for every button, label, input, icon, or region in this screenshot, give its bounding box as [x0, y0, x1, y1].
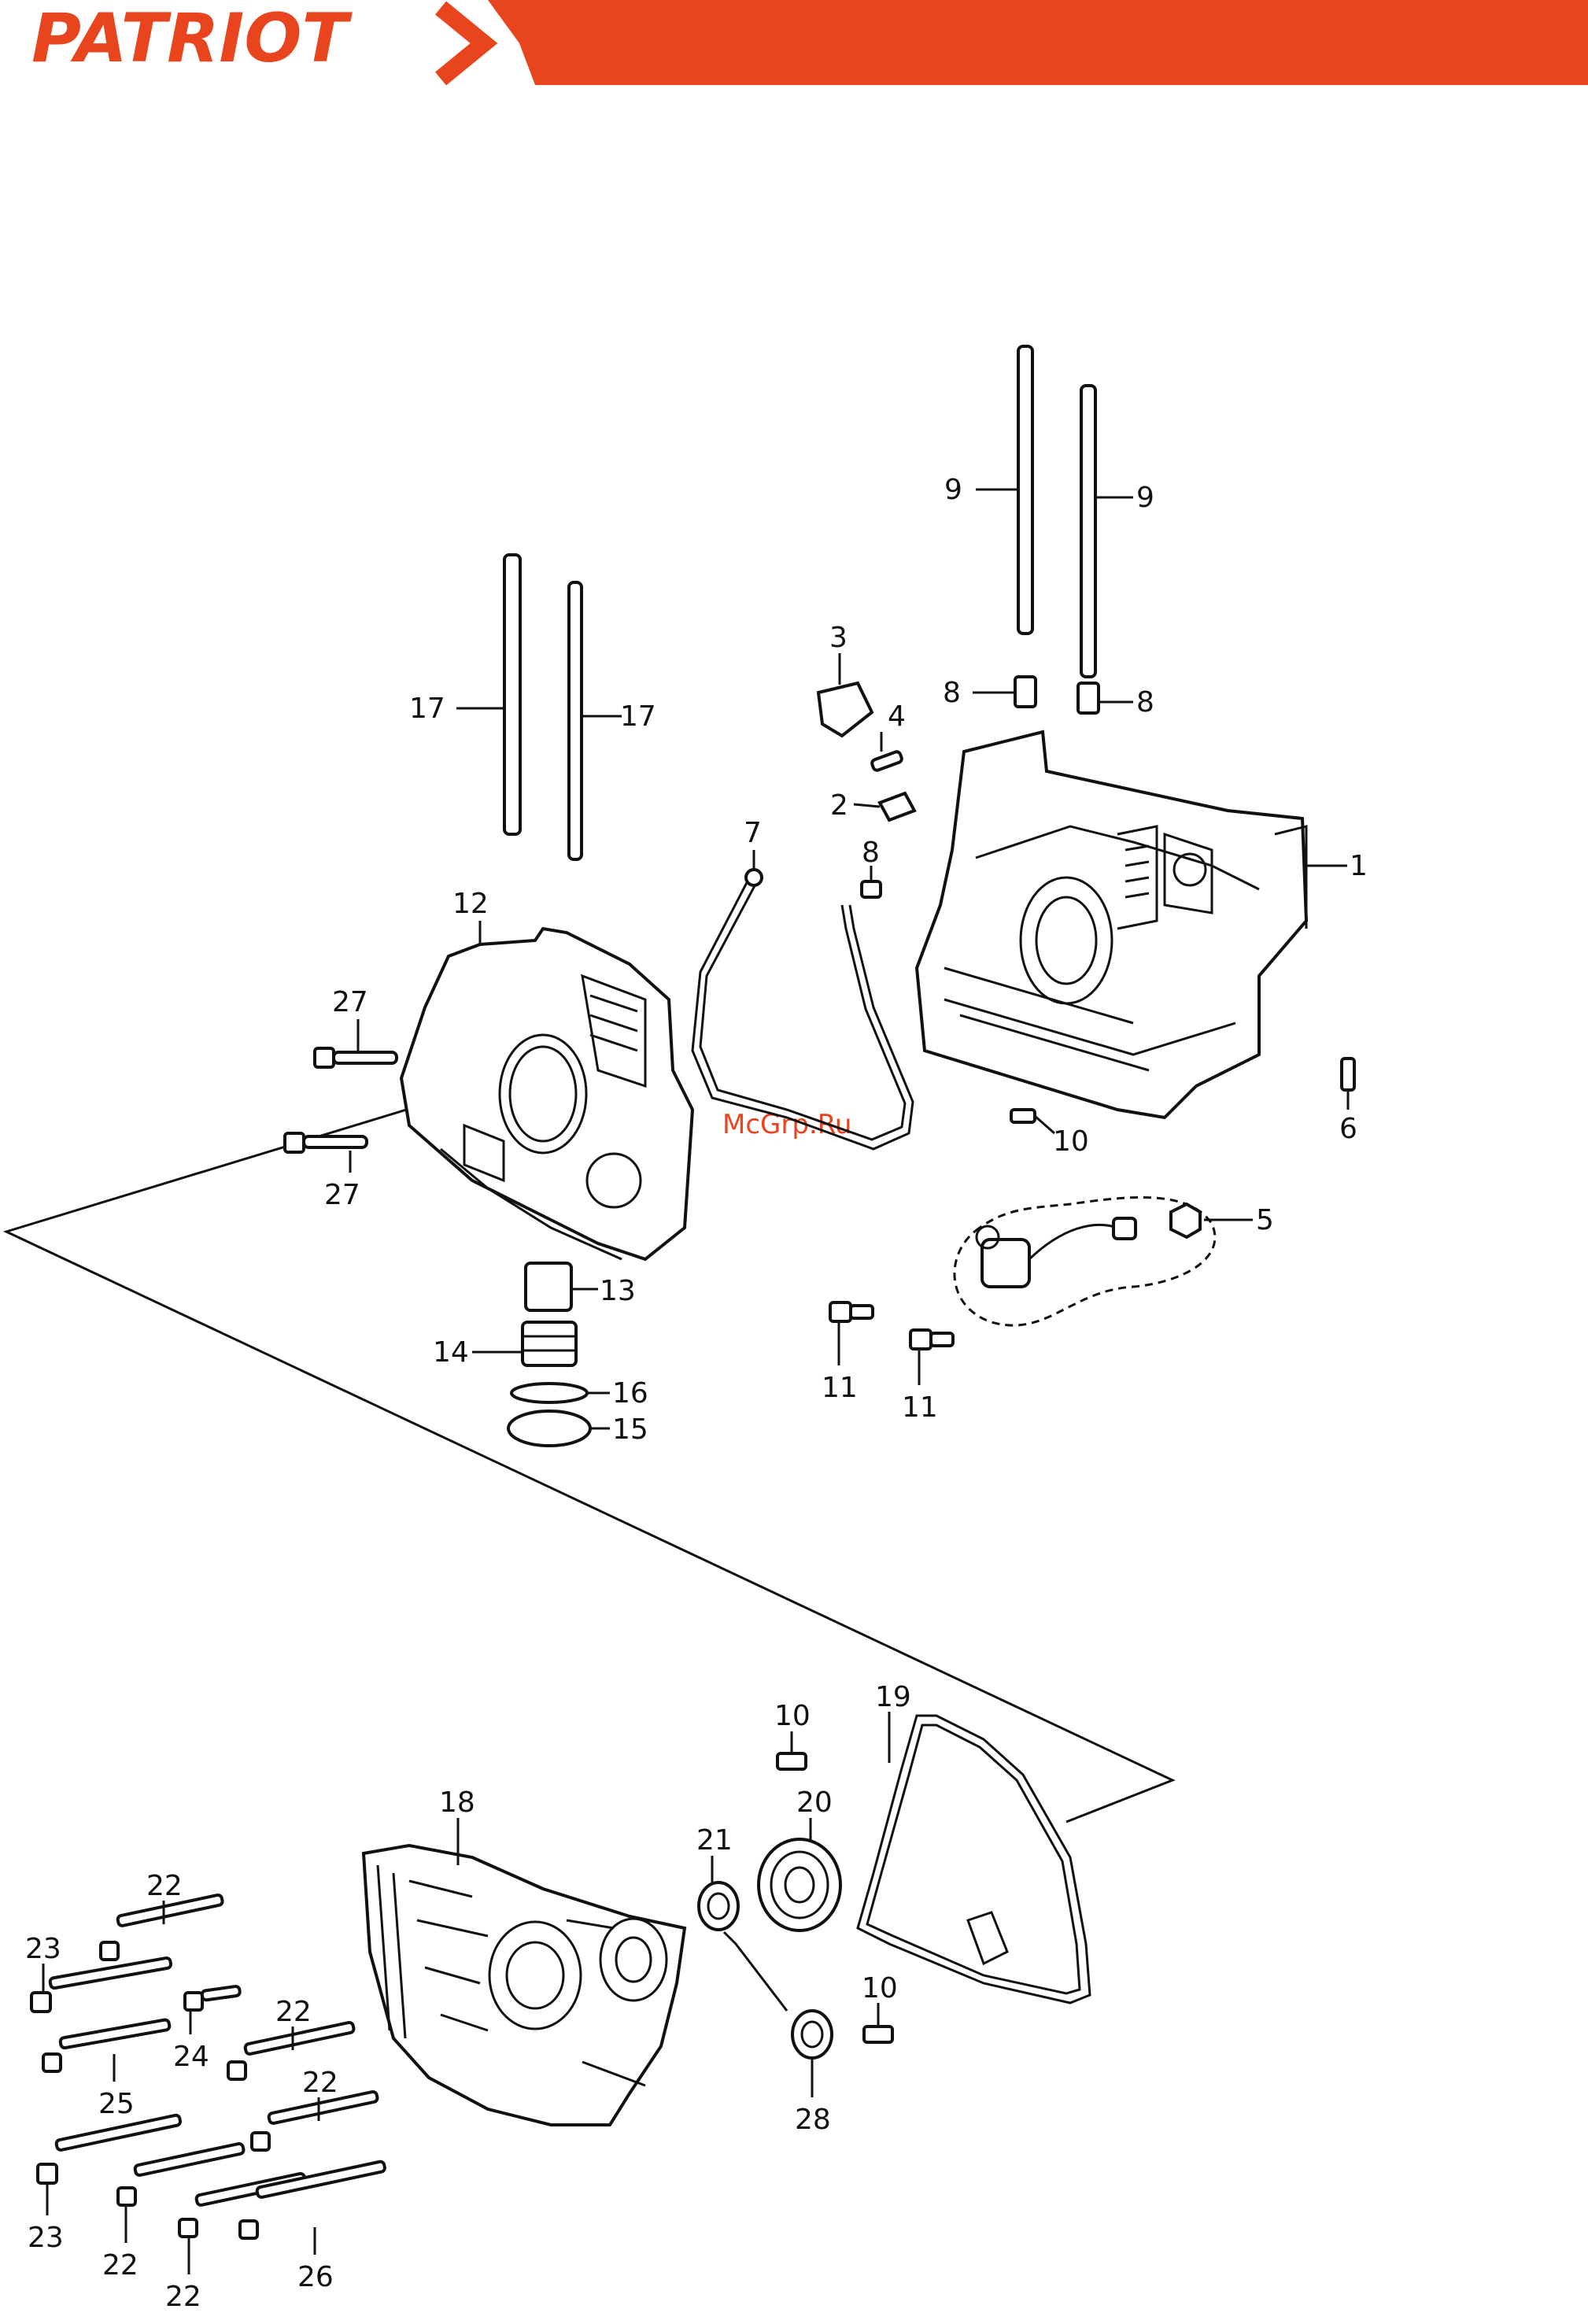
label-part-5: 5 — [1256, 1204, 1274, 1236]
label-part-27-lower: 27 — [324, 1179, 360, 1211]
dowel-8-center — [862, 881, 881, 897]
label-part-16: 16 — [612, 1377, 648, 1410]
sleeve-8-left — [1015, 677, 1036, 707]
rod-9-right — [1081, 386, 1095, 677]
bearing-20 — [759, 1839, 840, 1931]
crankcase-part-1 — [917, 732, 1306, 1118]
spring-14 — [523, 1322, 576, 1365]
oring-16 — [511, 1384, 587, 1402]
cap-15 — [508, 1411, 590, 1446]
label-part-22-a: 22 — [146, 1870, 183, 1902]
label-part-25: 25 — [98, 2088, 135, 2120]
label-part-22-b: 22 — [275, 1996, 312, 2028]
label-part-22-c: 22 — [302, 2067, 338, 2099]
rod-17-right — [569, 582, 582, 859]
label-part-8-right: 8 — [1136, 686, 1154, 719]
bolt-22-3 — [252, 2091, 378, 2150]
bolt-22-1 — [101, 1894, 223, 1960]
label-part-2: 2 — [830, 789, 848, 822]
nut-5 — [1171, 1204, 1200, 1237]
bolt-6 — [1342, 1059, 1354, 1090]
label-part-11-right: 11 — [902, 1391, 938, 1424]
bolt-23-1 — [31, 1957, 172, 2012]
label-part-27-upper: 27 — [332, 986, 368, 1018]
label-part-10-lower: 10 — [862, 1972, 898, 2004]
label-part-6: 6 — [1339, 1113, 1357, 1145]
label-part-11-left: 11 — [822, 1372, 858, 1404]
gasket-7 — [692, 874, 913, 1149]
part-3-block — [818, 683, 872, 736]
label-part-15: 15 — [612, 1413, 648, 1446]
filter-13 — [526, 1263, 571, 1310]
rod-17-left — [504, 555, 520, 834]
label-part-17-left: 17 — [409, 693, 445, 725]
dowel-10-lower — [864, 2027, 892, 2042]
label-part-21: 21 — [696, 1824, 733, 1857]
seal-21 — [699, 1882, 738, 1930]
label-part-24: 24 — [173, 2041, 209, 2073]
part-4-key — [871, 751, 903, 771]
label-part-10-lower-top: 10 — [774, 1700, 811, 1732]
label-part-9-left: 9 — [944, 474, 962, 506]
bolt-23-2 — [38, 2115, 181, 2183]
label-part-23-b: 23 — [28, 2222, 64, 2254]
label-part-20: 20 — [796, 1786, 833, 1819]
sleeve-8-right — [1078, 683, 1099, 713]
label-part-10-top: 10 — [1053, 1125, 1089, 1158]
label-part-23-a: 23 — [25, 1933, 61, 1965]
label-part-13: 13 — [600, 1275, 636, 1307]
label-part-1: 1 — [1350, 850, 1368, 882]
bolt-25 — [43, 2019, 170, 2071]
bolt-10-top — [1011, 1110, 1035, 1122]
label-part-19: 19 — [875, 1681, 911, 1713]
label-part-28: 28 — [795, 2104, 831, 2136]
label-part-22-e: 22 — [165, 2281, 201, 2313]
label-part-8-center: 8 — [862, 837, 880, 869]
bolt-26 — [240, 2161, 386, 2238]
gasket-19 — [858, 1716, 1090, 2003]
bolt-11-right — [910, 1330, 953, 1349]
part-2-fitting — [880, 793, 914, 820]
seal-28 — [792, 2011, 832, 2058]
crankcase-cover-12 — [401, 929, 692, 1259]
label-part-9-right: 9 — [1136, 482, 1154, 514]
rod-9-left — [1018, 346, 1032, 634]
sensor-5-body — [982, 1240, 1029, 1287]
bolt-27-upper — [315, 1048, 397, 1067]
label-part-8-left: 8 — [943, 677, 961, 709]
bolt-27-lower — [285, 1133, 367, 1152]
crankcase-half-18 — [364, 1846, 685, 2125]
label-part-3: 3 — [829, 622, 848, 654]
label-part-7: 7 — [744, 817, 762, 849]
bolt-11-left — [830, 1302, 873, 1321]
label-part-22-d: 22 — [102, 2249, 138, 2282]
label-part-4: 4 — [888, 700, 906, 733]
label-part-18: 18 — [439, 1786, 475, 1819]
bolt-24 — [185, 1986, 240, 2010]
label-part-14: 14 — [433, 1336, 469, 1369]
label-part-26: 26 — [297, 2261, 334, 2293]
dowel-10-top — [777, 1753, 806, 1769]
label-part-17-right: 17 — [620, 700, 656, 733]
label-part-12: 12 — [452, 888, 489, 920]
